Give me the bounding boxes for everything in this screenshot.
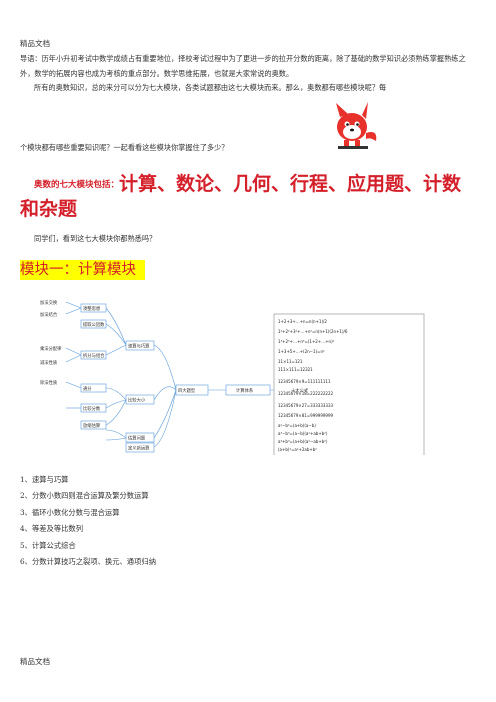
mindmap-center: 计算体系: [236, 387, 254, 394]
mindmap-branch: 定义新运算: [128, 445, 150, 452]
mindmap-branch: 比较大小: [128, 397, 146, 404]
mindmap-subnode: 凑整思想: [83, 305, 101, 312]
intro-paragraph-3: 个模块都有哪些重要知识呢？一起看看这些模块你掌握住了多少？: [20, 143, 229, 152]
mindmap-left-root: 四大题型: [178, 387, 196, 394]
page-header: 精品文档: [20, 39, 50, 48]
calculation-mindmap: 四大题型 计算体系 十大公式 速算与巧算 比较大小 估算问题 定义新运算 凑整思…: [26, 290, 470, 461]
headline-lead: 奥数的七大模块包括：: [34, 179, 120, 190]
mindmap-formula: 1³+2³+…+n³=(1+2+…+n)²: [278, 339, 335, 344]
list-item: 3、循环小数化分数与混合运算: [20, 507, 120, 517]
mindmap-formula: 12345679×9=111111111: [278, 379, 331, 384]
mindmap-formula: 1²+2²+3²+…+n²=n(n+1)(2n+1)/6: [278, 329, 348, 334]
list-item: 2、分数小数四则混合运算及繁分数运算: [20, 491, 149, 501]
mindmap-formula: a³+b³=(a+b)(a²−ab+b²): [278, 439, 328, 444]
mindmap-formula: a²−b²=(a+b)(a−b): [278, 423, 316, 428]
mindmap-formula: 12345679×81=999999999: [278, 413, 334, 418]
headline-main: 计算、数论、几何、行程、应用题、计数和杂题: [20, 173, 462, 220]
mindmap-label: 加法结合: [40, 311, 58, 318]
mindmap-formula: 1+3+5+…+(2n−1)=n²: [278, 349, 325, 354]
mindmap-formula: 12345679×27=333333333: [278, 403, 334, 408]
intro-paragraph-1: 导语：历年小升初考试中数学成绩占有重要地位，择校考试过程中为了更进一步的拉开分数…: [20, 54, 466, 78]
mindmap-branch: 速算与巧算: [128, 343, 150, 350]
mindmap-subnode: 放缩估算: [83, 422, 101, 429]
intro-paragraph-2: 所有的奥数知识，总的来分可以分为七大模块，各类试题都由这七大模块而来。那么，奥数…: [34, 83, 387, 92]
question-text: 同学们，看到这七大模块你都熟悉吗？: [34, 234, 157, 243]
list-item: 1、速算与巧算: [20, 475, 69, 484]
list-item: 6、分数计算技巧之裂项、换元、通项归纳: [20, 557, 156, 567]
module-title: 模块一：计算模块: [20, 260, 145, 280]
page-footer: 精品文档: [20, 657, 50, 666]
mindmap-subnode: 比较分数: [83, 405, 101, 412]
list-item: 5、计算公式综合: [20, 540, 76, 550]
mindmap-formula: (a+b)²=a²+2ab+b²: [278, 447, 317, 452]
mindmap-label: 加法交换: [40, 299, 58, 306]
mindmap-right-root: 十大公式: [291, 387, 309, 394]
mindmap-formula: 111×111=12321: [278, 367, 313, 372]
mindmap-label: 减法性质: [40, 359, 58, 366]
mindmap-label: 乘法分配律: [40, 345, 62, 352]
list-item: 4、等差及等比数列: [20, 524, 84, 534]
seven-modules-headline: 奥数的七大模块包括：计算、数论、几何、行程、应用题、计数和杂题: [20, 172, 480, 221]
topic-list: 1、速算与巧算 2、分数小数四则混合运算及繁分数运算 3、循环小数化分数与混合运…: [20, 472, 156, 570]
mindmap-formula: 11×11=121: [278, 359, 303, 364]
mindmap-subnode: 拆分与组合: [83, 352, 105, 359]
mindmap-branch: 估算问题: [128, 435, 146, 442]
mindmap-formula: a³−b³=(a−b)(a²+ab+b²): [278, 431, 328, 436]
mindmap-subnode: 通分: [83, 385, 92, 392]
mindmap-formula: 1+2+3+…+n=n(n+1)/2: [278, 319, 327, 324]
mindmap-subnode: 提取公因数: [83, 321, 105, 328]
mindmap-formula: 12345679×18=222222222: [278, 391, 334, 396]
mindmap-label: 除法性质: [40, 379, 58, 386]
cartoon-mascot-image: [326, 101, 382, 151]
